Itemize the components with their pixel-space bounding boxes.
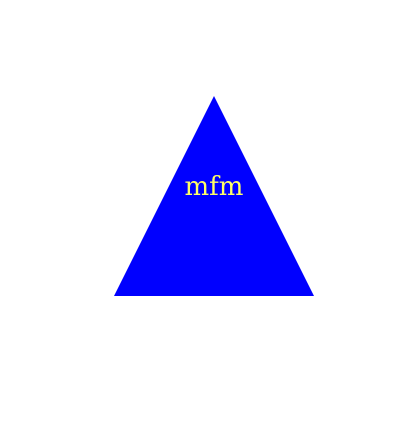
triangle-label: mfm — [185, 172, 244, 202]
triangle-shape — [114, 96, 314, 296]
